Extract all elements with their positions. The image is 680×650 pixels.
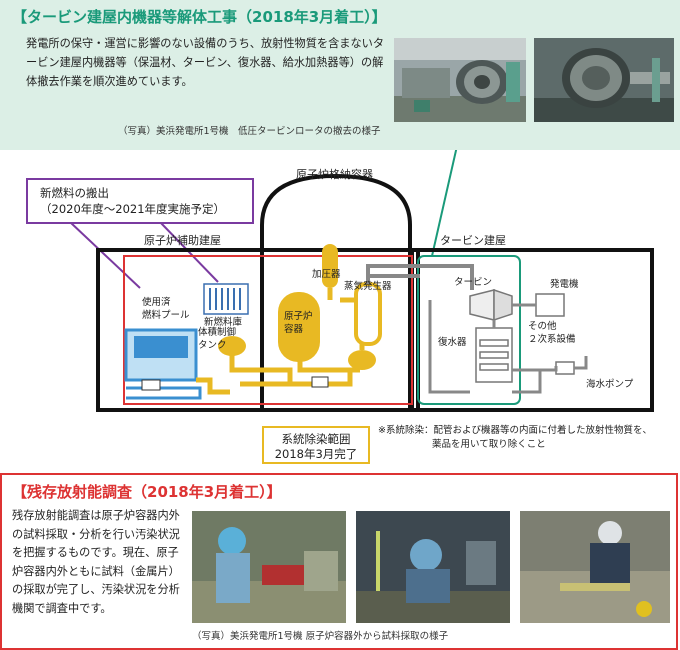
turbine-dismantling-description: 発電所の保守・運営に影響のない設備のうち、放射性物質を含まないタービン建屋内機器… <box>26 37 385 88</box>
turbine-dismantling-panel: 【タービン建屋内機器等解体工事（2018年3月着工）】 発電所の保守・運営に影響… <box>0 0 680 150</box>
new-fuel-storage-label: 新燃料庫 <box>204 317 243 328</box>
secondary-systems-label: その他 ２次系設備 <box>528 321 576 345</box>
decon-footnote: ※系統除染：配管および機器等の内面に付着した放射性物質を、 薬品を用いて取り除く… <box>378 425 652 450</box>
decon-range-outline <box>123 255 413 405</box>
fuel-callout-line-1 <box>69 221 141 289</box>
spent-fuel-pool-label: 使用済 燃料プール <box>142 297 190 321</box>
turbine-zone-outline <box>417 255 521 405</box>
containment-label: 原子炉格納容器 <box>296 168 373 181</box>
seawater-pump-shape <box>555 361 575 375</box>
residual-radioactivity-description: 残存放射能調査は原子炉容器内外の試料採取・分析を行い汚染状況を把握するものです。… <box>12 509 180 615</box>
generator-shape <box>535 293 565 317</box>
containment-vessel <box>260 173 412 410</box>
aux-building-label: 原子炉補助建屋 <box>144 234 221 247</box>
new-fuel-shipment-schedule: （2020年度～2021年度実施予定） <box>40 202 226 216</box>
sampling-photo-1 <box>192 511 346 623</box>
generator-label: 発電機 <box>550 279 579 290</box>
new-fuel-shipment-title: 新燃料の搬出 <box>40 186 109 200</box>
new-fuel-shipment-box: 新燃料の搬出 （2020年度～2021年度実施予定） <box>26 178 254 224</box>
turbine-building-label: タービン建屋 <box>440 234 506 247</box>
residual-radioactivity-title: 【残存放射能調査（2018年3月着工）】 <box>12 483 282 501</box>
steam-generator-label: 蒸気発生器 <box>344 281 392 292</box>
decon-range-box: 系統除染範囲 2018年3月完了 <box>262 426 370 464</box>
volume-control-tank-label: 体積制御 タンク <box>198 327 237 351</box>
turbine-photo-caption: （写真）美浜発電所1号機 低圧タービンロータの撤去の様子 <box>118 126 381 137</box>
residual-radioactivity-panel: 【残存放射能調査（2018年3月着工）】 残存放射能調査は原子炉容器内外の試料採… <box>0 473 678 650</box>
seawater-pump-label: 海水ポンプ <box>586 379 634 390</box>
condenser-label: 復水器 <box>438 337 467 348</box>
plant-schematic: 原子炉格納容器 原子炉補助建屋 タービン建屋 新燃料の搬出 （2020年度～20… <box>0 150 680 470</box>
reactor-vessel-shape <box>278 292 320 362</box>
sampling-photo-3 <box>520 511 670 623</box>
turbine-dismantling-title: 【タービン建屋内機器等解体工事（2018年3月着工）】 <box>12 8 387 26</box>
turbine-label: タービン <box>454 277 493 288</box>
turbine-rotor-photo-2 <box>534 38 674 122</box>
decon-range-label: 系統除染範囲 <box>281 432 351 446</box>
volume-control-tank-shape <box>218 336 246 356</box>
pressurizer-label: 加圧器 <box>312 269 341 280</box>
sampling-photo-caption: （写真）美浜発電所1号機 原子炉容器外から試料採取の様子 <box>192 631 449 642</box>
steam-generator-shape <box>354 282 382 346</box>
turbine-rotor-photo-1 <box>394 38 526 122</box>
pressurizer-shape <box>322 244 338 288</box>
reactor-vessel-label: 原子炉 容器 <box>284 311 313 335</box>
turbine-shape <box>469 289 495 321</box>
sampling-photo-2 <box>356 511 510 623</box>
turbine-callout-line <box>431 150 458 257</box>
decon-completed-label: 2018年3月完了 <box>274 447 358 461</box>
